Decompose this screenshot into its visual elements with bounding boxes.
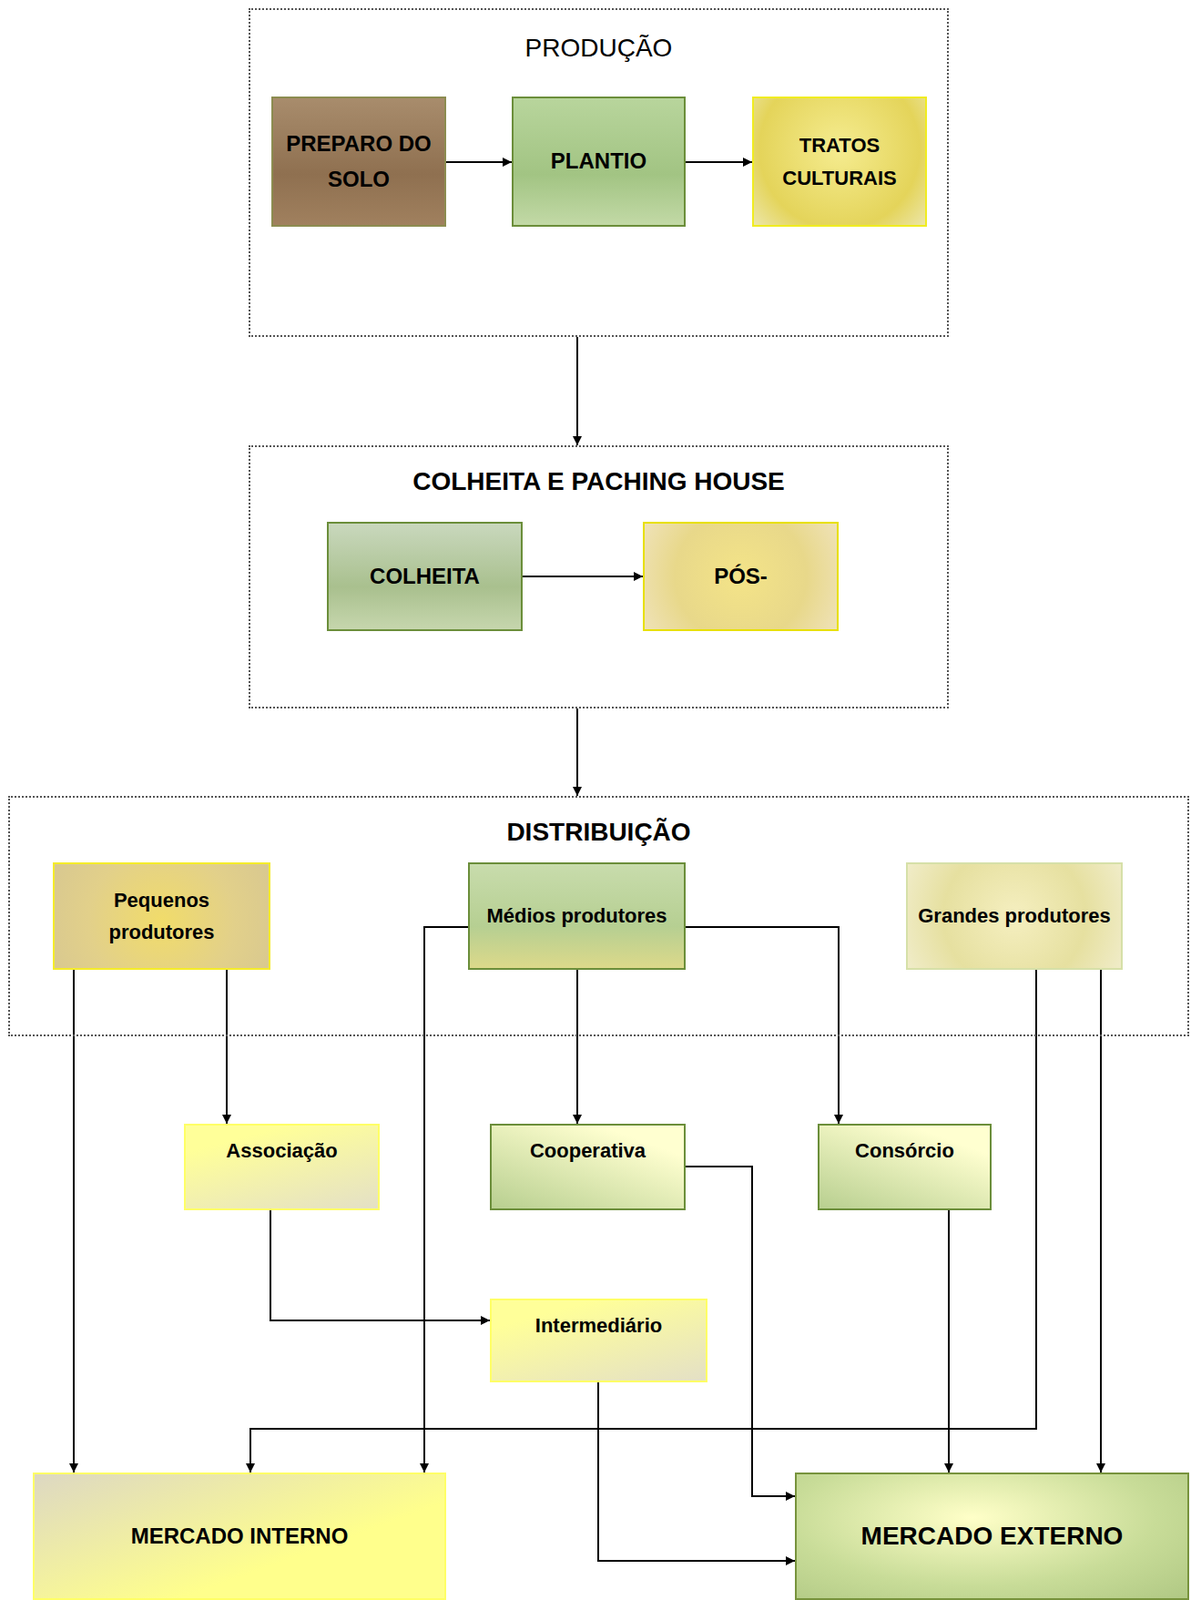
market-box: MERCADO INTERNO <box>32 1472 447 1600</box>
node-label: Associação <box>225 1134 337 1167</box>
producer-box: Médios produtores <box>468 862 686 970</box>
node-label: Grandes produtores <box>917 899 1110 932</box>
process-box: COLHEITA <box>326 521 523 632</box>
group-heading: DISTRIBUIÇÃO <box>506 812 691 854</box>
node-label: COLHEITA <box>369 559 480 594</box>
channel-box: Associação <box>183 1123 380 1211</box>
group-heading: COLHEITA E PACHING HOUSE <box>412 461 785 503</box>
node-label: Cooperativa <box>529 1134 646 1167</box>
process-box: PLANTIO <box>511 96 686 227</box>
flow-arrow <box>598 1382 795 1561</box>
node-label: Intermediário <box>535 1309 662 1342</box>
producer-box: Grandes produtores <box>905 862 1123 970</box>
flow-arrow <box>424 926 469 1473</box>
channel-box: Consórcio <box>817 1123 992 1211</box>
flow-arrow <box>685 161 753 163</box>
stage-group: PRODUÇÃO PREPARO DO SOLO PLANTIO TRATOS CUL… <box>248 8 949 337</box>
flow-arrow <box>1099 969 1102 1473</box>
stage-group: COLHEITA E PACHING HOUSE COLHEITA PÓS- <box>248 445 949 709</box>
market-box: MERCADO EXTERNO <box>794 1472 1190 1600</box>
node-label: MERCADO INTERNO <box>131 1518 349 1554</box>
node-label: PREPARO DO SOLO <box>280 126 438 197</box>
flow-arrow <box>576 336 579 446</box>
node-label: TRATOS CULTURAIS <box>761 129 918 194</box>
flow-arrow <box>947 1210 950 1473</box>
flow-arrow <box>576 969 579 1124</box>
flow-arrow <box>576 708 579 796</box>
node-label: Pequenos produtores <box>61 884 262 948</box>
process-box: PREPARO DO SOLO <box>271 96 447 227</box>
channel-box: Cooperativa <box>489 1123 686 1211</box>
flow-arrow <box>446 161 512 163</box>
flow-arrow <box>270 1210 490 1321</box>
process-box: TRATOS CULTURAIS <box>752 96 927 227</box>
flow-arrow <box>685 926 839 1124</box>
node-label: PÓS- <box>713 559 768 594</box>
node-label: PLANTIO <box>550 143 647 179</box>
flow-arrow <box>522 575 643 578</box>
node-label: Médios produtores <box>486 899 667 932</box>
flow-arrow <box>72 969 75 1473</box>
stage-group: DISTRIBUIÇÃO Pequenos produtores Médios pr… <box>8 795 1190 1037</box>
producer-box: Pequenos produtores <box>52 862 271 970</box>
node-label: Consórcio <box>855 1134 955 1167</box>
flow-arrow <box>250 969 1037 1473</box>
channel-box: Intermediário <box>489 1298 708 1383</box>
node-label: MERCADO EXTERNO <box>861 1516 1124 1558</box>
process-box: PÓS- <box>642 521 839 632</box>
flow-arrow <box>225 969 228 1124</box>
group-heading: PRODUÇÃO <box>525 28 673 70</box>
